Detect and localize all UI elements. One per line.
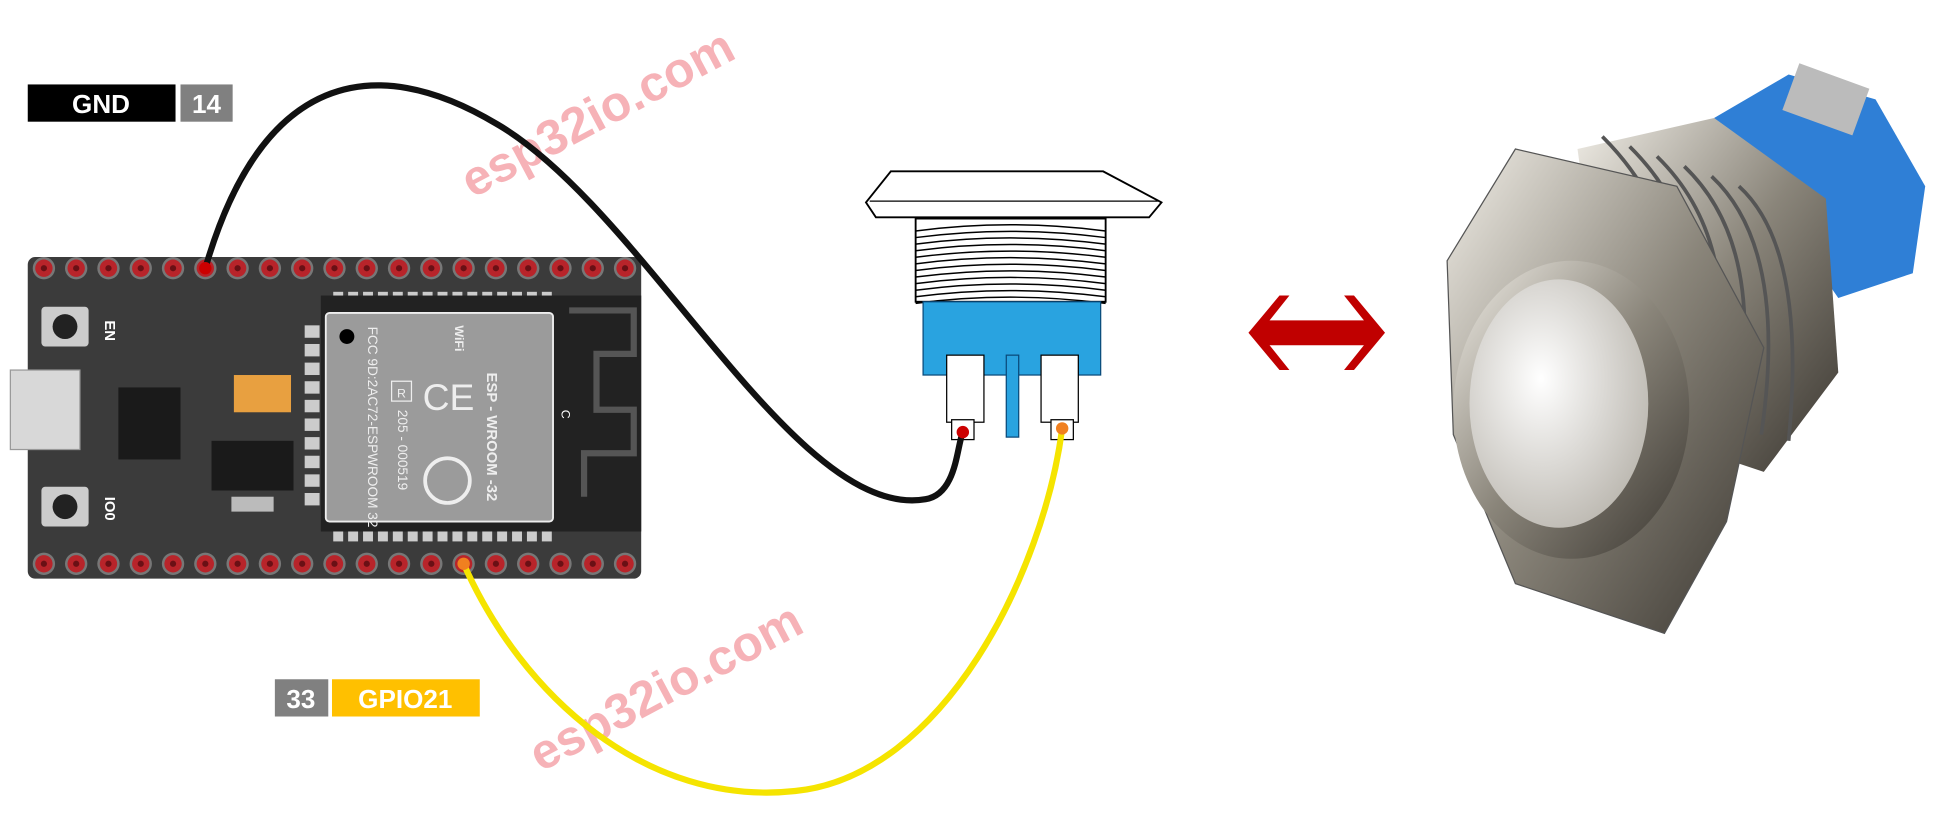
- push-button-drawing: [864, 170, 1163, 441]
- ce-mark: CE: [423, 376, 475, 418]
- svg-text:esp32io.com: esp32io.com: [519, 591, 811, 782]
- double-arrow-icon: [1248, 295, 1386, 371]
- module-pad: [304, 343, 320, 357]
- cert-text: 205 - 000519: [395, 410, 410, 490]
- module-pad: [348, 529, 359, 542]
- button-pin1-dot: [956, 425, 970, 439]
- module-pad: [467, 529, 478, 542]
- boot-button: [41, 486, 89, 527]
- module-pad: [482, 529, 493, 542]
- gnd-wire: [202, 82, 966, 504]
- gpio21-label: 33 GPIO21: [274, 679, 480, 717]
- esp32-board: EN IO0 C ESP - WROOM -32 WiFi FCC 9D:2AC…: [9, 257, 642, 579]
- c-label: C: [559, 410, 573, 419]
- watermark-bottom: esp32io.com: [519, 591, 811, 782]
- regulator: [211, 440, 294, 491]
- capacitor: [233, 375, 292, 413]
- module-name: ESP - WROOM -32: [483, 373, 499, 502]
- svg-text:GPIO21: GPIO21: [358, 684, 452, 714]
- svg-text:GND: GND: [72, 89, 130, 119]
- module-pad: [304, 381, 320, 394]
- r-mark: R: [397, 386, 406, 400]
- module-pad: [437, 529, 448, 542]
- module-pad: [304, 362, 320, 376]
- usb-uart-chip: [118, 387, 181, 460]
- gnd-label: GND 14: [27, 84, 233, 122]
- svg-text:esp32io.com: esp32io.com: [451, 18, 743, 209]
- svg-text:14: 14: [192, 89, 221, 119]
- wifi-logo: WiFi: [452, 325, 466, 351]
- module-pad: [512, 529, 522, 542]
- gpio21-pin-dot: [457, 557, 470, 570]
- module-pad: [304, 325, 320, 338]
- en-label: EN: [101, 320, 117, 341]
- module-pad: [304, 437, 320, 450]
- module-pad: [452, 529, 463, 542]
- fcc-text: FCC 9D:2AC72-ESPWROOM 32: [365, 327, 380, 528]
- metal-push-button-photo: [1446, 63, 1926, 635]
- module-pad: [526, 529, 537, 542]
- module-pad: [497, 529, 508, 542]
- usb-port: [9, 369, 81, 451]
- module-pad: [377, 529, 388, 542]
- en-button: [41, 306, 89, 347]
- module-pad: [422, 529, 433, 542]
- module-pad: [392, 529, 403, 542]
- module-pad: [363, 529, 373, 542]
- svg-text:33: 33: [286, 684, 315, 714]
- module-pad: [304, 399, 320, 413]
- io0-label: IO0: [101, 497, 117, 521]
- module-pad: [333, 529, 344, 542]
- antenna-trace: [569, 307, 637, 497]
- espressif-logo: [423, 456, 472, 505]
- module-pad: [541, 529, 552, 542]
- module-pad: [304, 418, 320, 431]
- module-pad: [304, 474, 320, 487]
- esp-wroom-32-module: [324, 312, 554, 523]
- button-pin2-dot: [1055, 422, 1069, 435]
- module-pad: [304, 492, 320, 506]
- gnd-pin-dot: [199, 262, 212, 275]
- gpio21-wire: [460, 428, 1066, 796]
- module-pad: [407, 529, 418, 542]
- module-pad: [304, 455, 320, 469]
- watermark-top: esp32io.com: [451, 18, 743, 209]
